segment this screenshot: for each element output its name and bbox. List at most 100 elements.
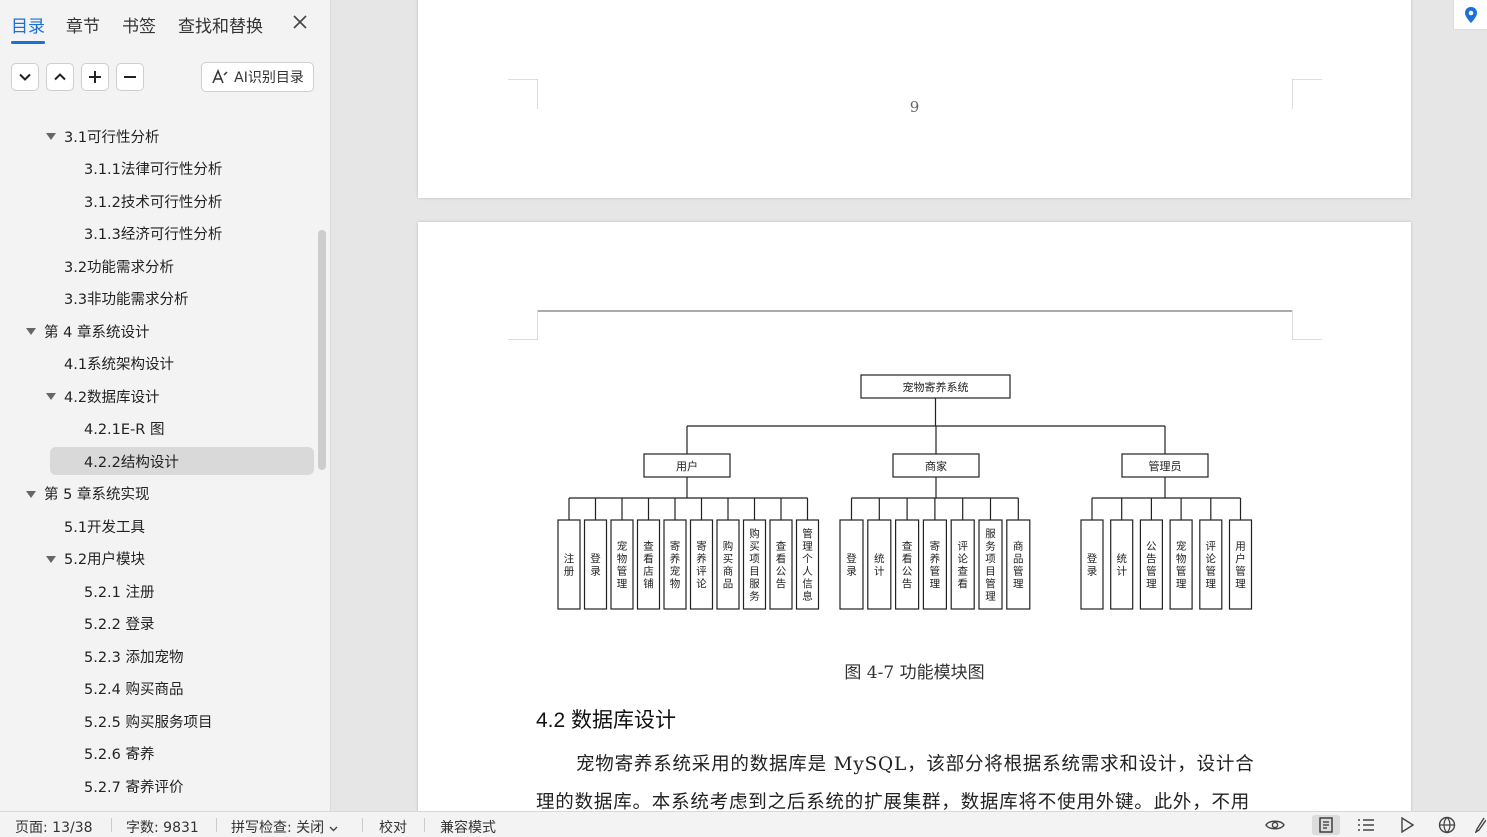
document-page: 宠物寄养系统用户注册登录宠物管理查看店铺寄养宠物寄养评论购买商品购买项目服务查看… xyxy=(418,222,1411,811)
expand-all-button[interactable] xyxy=(46,63,74,91)
toc-item-label: 4.1系统架构设计 xyxy=(64,357,175,373)
play-icon[interactable] xyxy=(1396,815,1418,835)
toc-item-label: 3.1.1法律可行性分析 xyxy=(84,162,223,178)
toc-item[interactable]: 4.2.1E-R 图 xyxy=(0,415,318,443)
collapse-all-button[interactable] xyxy=(11,63,39,91)
diagram-leaf-label: 寄养宠物 xyxy=(670,540,681,591)
add-heading-button[interactable] xyxy=(81,63,109,91)
toc-item[interactable]: 3.2功能需求分析 xyxy=(0,252,318,280)
diagram-leaf-label: 评论查看 xyxy=(957,541,968,591)
toc-item[interactable]: 3.3非功能需求分析 xyxy=(0,285,318,313)
expand-arrow-icon[interactable] xyxy=(26,328,36,335)
diagram-group-label: 管理员 xyxy=(1149,459,1182,473)
diagram-leaf-label: 登录 xyxy=(846,552,857,578)
expand-arrow-icon[interactable] xyxy=(46,393,56,400)
toc-item-label: 4.2.1E-R 图 xyxy=(84,422,165,438)
ai-button-label: AI识别目录 xyxy=(234,70,304,86)
expand-arrow-icon[interactable] xyxy=(26,490,36,498)
spellcheck-label: 拼写检查: 关闭 xyxy=(231,820,325,836)
diagram-group-label: 商家 xyxy=(925,459,947,473)
tab-chapters[interactable]: 章节 xyxy=(66,17,100,37)
toc-item[interactable]: 5.2.5 购买服务项目 xyxy=(0,707,318,735)
toc-item[interactable]: 3.1可行性分析 xyxy=(0,122,318,150)
toc-item-label: 5.2.2 登录 xyxy=(84,617,155,633)
diagram-leaf-box xyxy=(1110,519,1134,610)
toc-item-label: 3.1可行性分析 xyxy=(64,129,160,146)
toc-item-label: 5.2.3 添加宠物 xyxy=(84,649,184,666)
toc-item[interactable]: 3.1.1法律可行性分析 xyxy=(0,155,318,183)
ai-recognize-toc-button[interactable]: AI识别目录 xyxy=(201,62,314,92)
tab-bookmarks[interactable]: 书签 xyxy=(122,17,156,37)
word-count[interactable]: 字数: 9831 xyxy=(126,820,199,836)
diagram-leaf-box xyxy=(610,519,634,610)
location-pin-icon[interactable] xyxy=(1453,0,1487,30)
diagram-leaf-label: 登录 xyxy=(1087,552,1098,578)
toc-item[interactable]: 4.1系统架构设计 xyxy=(0,350,318,378)
diagram-leaf-label: 寄养评论 xyxy=(696,540,707,591)
toc-item-label: 4.2.2结构设计 xyxy=(84,454,179,471)
toc-item-label: 5.2.1 注册 xyxy=(84,584,155,601)
page-indicator[interactable]: 页面: 13/38 xyxy=(15,820,93,836)
toc-item[interactable]: 5.2.4 购买商品 xyxy=(0,675,318,703)
expand-arrow-icon[interactable] xyxy=(46,555,56,563)
outline-view-icon[interactable] xyxy=(1355,815,1377,835)
page-view-icon[interactable] xyxy=(1312,815,1340,835)
diagram-leaf-box xyxy=(867,519,892,610)
toc-item[interactable]: 5.2.7 寄养评价 xyxy=(0,772,318,800)
toc-item[interactable]: 3.1.2技术可行性分析 xyxy=(0,187,318,215)
diagram-leaf-label: 注册 xyxy=(564,552,575,578)
diagram-leaf-label: 用户管理 xyxy=(1235,541,1246,591)
diagram-leaf-label: 购买商品 xyxy=(723,540,734,591)
diagram-leaf-label: 查看店铺 xyxy=(643,540,654,591)
ai-icon xyxy=(212,69,228,84)
diagram-leaf-label: 统计 xyxy=(1116,552,1127,578)
toc-item[interactable]: 5.2.6 寄养 xyxy=(0,740,318,768)
toc-item[interactable]: 第 4 章系统设计 xyxy=(0,317,318,345)
figure-caption: 图 4-7 功能模块图 xyxy=(844,663,985,683)
web-view-icon[interactable] xyxy=(1436,815,1458,835)
diagram-leaf-box xyxy=(689,519,714,610)
diagram-leaf-box xyxy=(839,519,864,610)
diagram-leaf-box xyxy=(1199,519,1223,610)
tab-toc[interactable]: 目录 xyxy=(11,12,45,44)
diagram-leaf-label: 管理个人信息 xyxy=(802,527,813,603)
diagram-leaf-box xyxy=(583,519,608,610)
toc-item[interactable]: 4.2.2结构设计 xyxy=(50,447,314,475)
toc-item[interactable]: 5.2.2 登录 xyxy=(0,610,318,638)
expand-arrow-icon[interactable] xyxy=(46,133,56,140)
diagram-leaf-box xyxy=(922,519,947,610)
toc-item-label: 5.2.4 购买商品 xyxy=(84,682,184,698)
diagram-leaf-box xyxy=(1080,519,1104,610)
toc-scrollbar[interactable] xyxy=(318,230,326,470)
close-icon[interactable] xyxy=(289,11,311,33)
diagram-leaf-box xyxy=(636,519,661,610)
proofread-button[interactable]: 校对 xyxy=(379,820,407,836)
plus-icon xyxy=(89,71,101,83)
toc-item-label: 3.1.3经济可行性分析 xyxy=(84,227,223,243)
toc-item[interactable]: 4.2数据库设计 xyxy=(0,382,318,410)
diagram-group-label: 用户 xyxy=(676,459,698,473)
toc-item[interactable]: 第 5 章系统实现 xyxy=(0,480,318,508)
toc-item[interactable]: 5.2.1 注册 xyxy=(0,577,318,605)
toc-item[interactable]: 5.2.3 添加宠物 xyxy=(0,642,318,670)
tab-find-replace[interactable]: 查找和替换 xyxy=(178,17,263,37)
diagram-leaf-label: 登录 xyxy=(590,552,601,578)
toc-item[interactable]: 3.1.3经济可行性分析 xyxy=(0,220,318,248)
toc-item[interactable]: 5.1开发工具 xyxy=(0,512,318,540)
spellcheck-status[interactable]: 拼写检查: 关闭 xyxy=(231,817,338,837)
compat-mode: 兼容模式 xyxy=(440,820,496,836)
diagram-leaf-box xyxy=(1169,519,1193,610)
diagram-leaf-box xyxy=(742,519,767,610)
toc-item-label: 3.2功能需求分析 xyxy=(64,259,175,276)
toc-item-label: 5.2用户模块 xyxy=(64,552,146,568)
diagram-leaf-label: 宠物管理 xyxy=(1176,540,1187,591)
diagram-leaf-box xyxy=(1139,519,1164,610)
eye-icon[interactable] xyxy=(1264,815,1286,835)
document-page: 9 xyxy=(418,0,1411,198)
remove-heading-button[interactable] xyxy=(116,63,144,91)
pen-icon[interactable] xyxy=(1472,815,1487,835)
diagram-leaf-box xyxy=(716,519,740,610)
document-canvas[interactable]: 9 宠物寄养系统用户注册登录宠物管理查看店铺寄养宠物寄养评论购买商品购买项目服务… xyxy=(332,0,1487,811)
toc-item[interactable]: 5.2用户模块 xyxy=(0,545,318,573)
diagram-leaf-box xyxy=(950,519,975,610)
